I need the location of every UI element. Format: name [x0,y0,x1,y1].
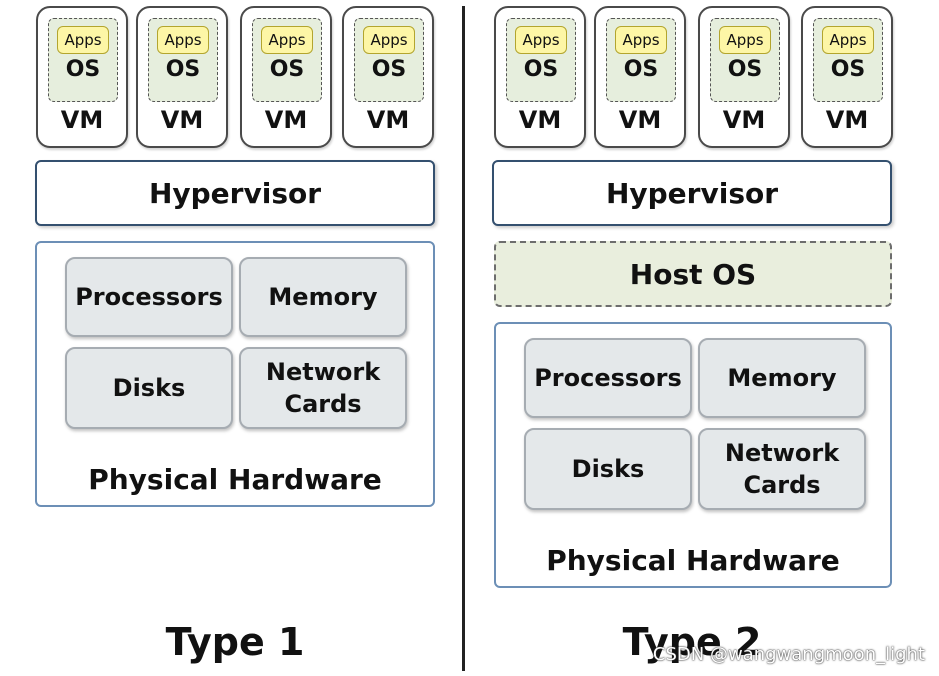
type1-hypervisor: Hypervisor [35,160,435,226]
vm-label: VM [60,106,104,134]
type2-vm-3: Apps OS VM [698,6,790,148]
type2-hypervisor: Hypervisor [492,160,892,226]
memory-cell: Memory [698,338,866,418]
apps-box: Apps [57,26,109,54]
os-label: OS [65,57,101,82]
processors-cell: Processors [524,338,692,418]
type2-vm-2: Apps OS VM [594,6,686,148]
type1-vm-1: Apps OS VM [36,6,128,148]
type1-vm-3: Apps OS VM [240,6,332,148]
network-cards-cell: Network Cards [239,347,407,429]
apps-box: Apps [261,26,313,54]
os-label: OS [371,57,407,82]
disks-cell: Disks [524,428,692,510]
type1-physical-hardware: Processors Memory Disks Network Cards Ph… [35,241,435,507]
os-label: OS [165,57,201,82]
vm-label: VM [618,106,662,134]
vm-label: VM [366,106,410,134]
os-box: Apps OS [354,18,424,102]
os-box: Apps OS [506,18,576,102]
apps-box: Apps [157,26,209,54]
vm-label: VM [518,106,562,134]
vm-label: VM [160,106,204,134]
os-label: OS [623,57,659,82]
network-cards-cell: Network Cards [698,428,866,510]
type1-vm-2: Apps OS VM [136,6,228,148]
os-label: OS [523,57,559,82]
physical-hardware-title: Physical Hardware [546,544,840,577]
watermark-text: CSDN @wangwangmoon_light [652,644,925,665]
os-box: Apps OS [710,18,780,102]
processors-cell: Processors [65,257,233,337]
type2-host-os: Host OS [494,241,892,307]
apps-box: Apps [363,26,415,54]
divider-line [462,6,465,671]
apps-box: Apps [822,26,874,54]
physical-hardware-title: Physical Hardware [88,463,382,496]
os-label: OS [727,57,763,82]
os-box: Apps OS [252,18,322,102]
os-box: Apps OS [148,18,218,102]
vm-label: VM [722,106,766,134]
apps-box: Apps [515,26,567,54]
type1-vm-4: Apps OS VM [342,6,434,148]
vm-label: VM [264,106,308,134]
vm-label: VM [825,106,869,134]
memory-cell: Memory [239,257,407,337]
os-box: Apps OS [606,18,676,102]
os-label: OS [830,57,866,82]
type1-title: Type 1 [165,620,305,664]
os-box: Apps OS [48,18,118,102]
os-box: Apps OS [813,18,883,102]
type2-vm-1: Apps OS VM [494,6,586,148]
disks-cell: Disks [65,347,233,429]
os-label: OS [269,57,305,82]
type2-physical-hardware: Processors Memory Disks Network Cards Ph… [494,322,892,588]
apps-box: Apps [719,26,771,54]
type2-vm-4: Apps OS VM [801,6,893,148]
type2-title: Type 2 [622,620,762,664]
apps-box: Apps [615,26,667,54]
